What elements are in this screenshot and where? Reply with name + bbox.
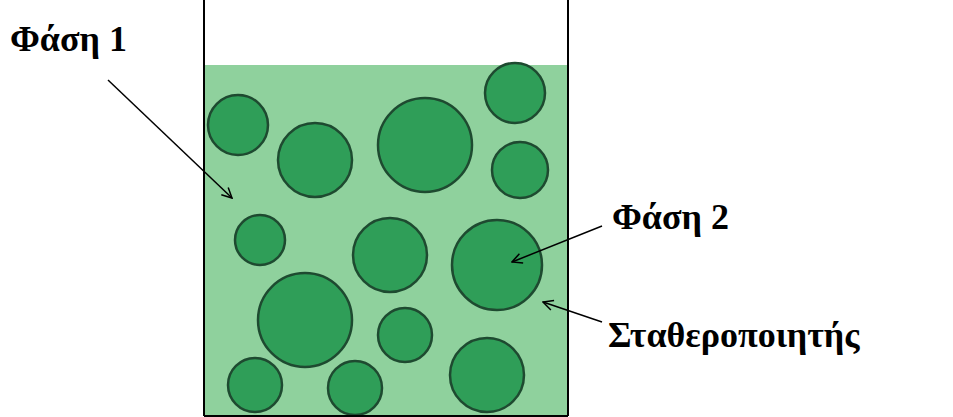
phase-label: Φάση 2 (612, 198, 729, 238)
leader-lines (108, 80, 602, 322)
beaker (204, 0, 568, 416)
phase-label: Φάση 1 (10, 20, 127, 60)
phase-label: Σταθεροποιητής (608, 316, 860, 356)
droplets (208, 63, 548, 415)
